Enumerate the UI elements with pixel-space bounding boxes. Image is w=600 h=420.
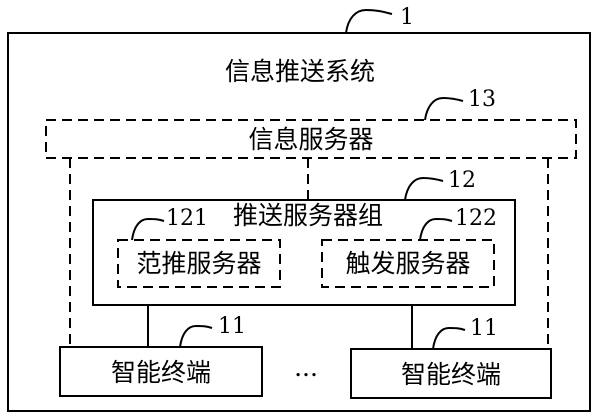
terminal-left-label: 智能终端 — [111, 358, 211, 387]
push-group-box — [92, 199, 516, 306]
trigger-server-leader-line — [419, 217, 453, 241]
push-group-label: 推送服务器组 — [233, 201, 383, 230]
broadcast-server-leader-line — [131, 217, 165, 241]
broadcast-server-box — [117, 239, 281, 288]
terminal-right-label: 智能终端 — [401, 360, 501, 389]
info-server-leader-line — [424, 96, 464, 121]
broadcast-server-ref: 121 — [166, 206, 208, 231]
trigger-server-ref: 122 — [455, 206, 497, 231]
terminal-right-box — [350, 348, 552, 399]
trigger-server-label: 触发服务器 — [345, 249, 470, 278]
trigger-server-box — [321, 239, 495, 288]
terminal-right-ref: 11 — [470, 316, 498, 341]
info-server-label: 信息服务器 — [248, 125, 373, 154]
info-server-ref: 13 — [468, 87, 496, 112]
system-title: 信息推送系统 — [225, 57, 375, 86]
system-box — [7, 32, 591, 412]
terminal-ellipsis: ... — [294, 353, 318, 382]
terminal-left-ref: 11 — [218, 314, 246, 339]
terminal-left-leader-line — [179, 324, 213, 348]
terminal-right-leader-line — [432, 326, 466, 350]
push-group-ref: 12 — [448, 168, 476, 193]
info-server-box — [45, 119, 577, 159]
terminal-left-box — [59, 346, 263, 397]
system-ref: 1 — [400, 5, 414, 30]
system-leader-line — [345, 8, 393, 34]
push-group-leader-line — [404, 176, 444, 201]
broadcast-server-label: 范推服务器 — [136, 249, 261, 278]
